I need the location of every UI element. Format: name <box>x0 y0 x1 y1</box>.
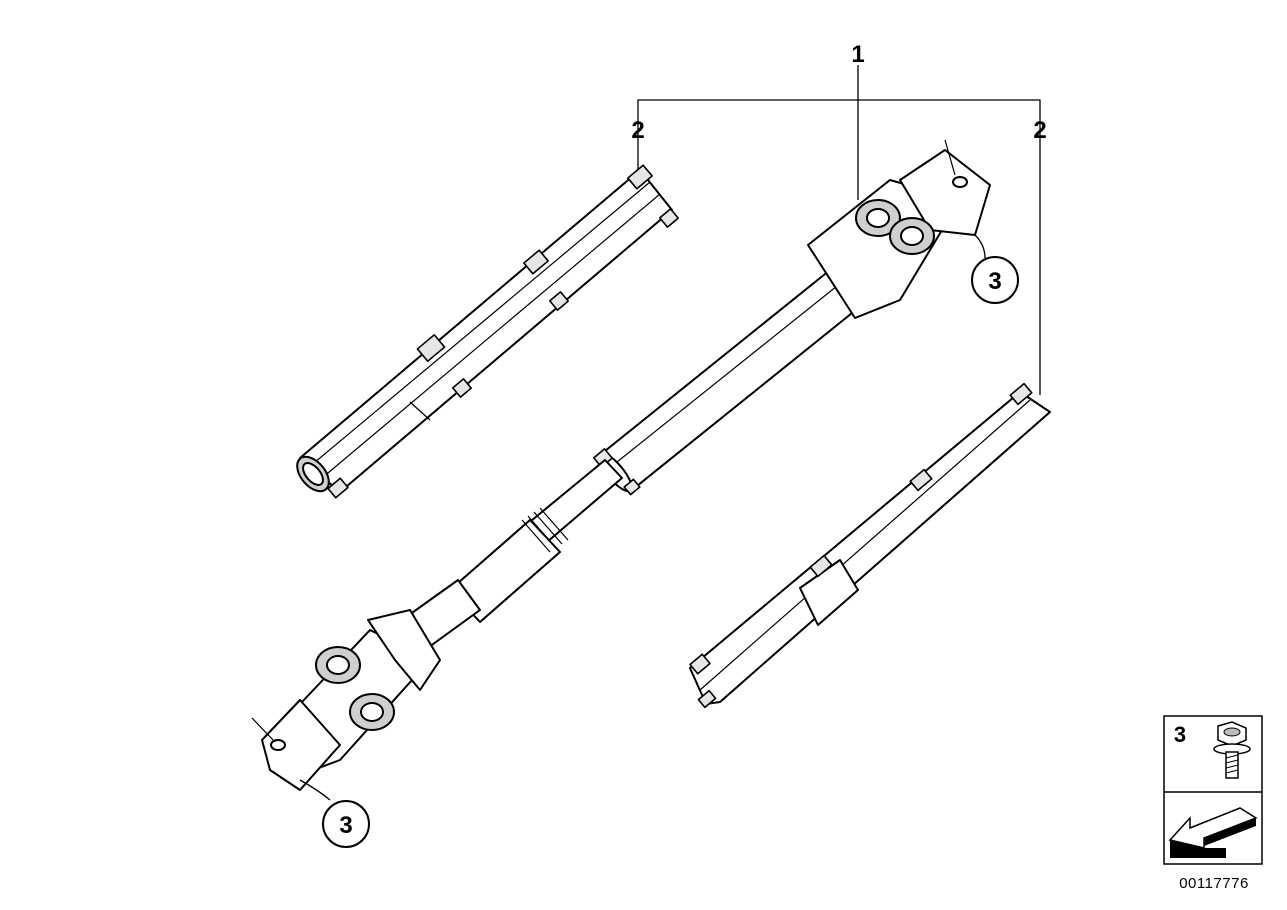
bolt-leaders <box>299 234 986 801</box>
label-2-right-cover: 2 <box>1033 117 1046 144</box>
label-1-assembly: 1 <box>851 41 864 68</box>
label-3-top-bolt: 3 <box>988 268 1001 295</box>
leader-lines-1-2 <box>637 65 1041 395</box>
callout-3-bottom: 3 <box>322 800 370 848</box>
callout-3-top: 3 <box>971 256 1019 304</box>
direction-arrow-icon <box>1168 807 1258 858</box>
label-3-bottom-bolt: 3 <box>339 812 352 839</box>
label-2-left-cover: 2 <box>631 117 644 144</box>
legend-item-number: 3 <box>1174 722 1186 747</box>
steering-shaft-assembly <box>251 139 991 791</box>
bolt-icon <box>1213 721 1251 779</box>
left-cover-part <box>296 164 680 499</box>
legend-box: 3 <box>1163 715 1263 865</box>
right-cover-part <box>689 382 1051 709</box>
diagram-part-number: 00117776 <box>1179 875 1249 892</box>
